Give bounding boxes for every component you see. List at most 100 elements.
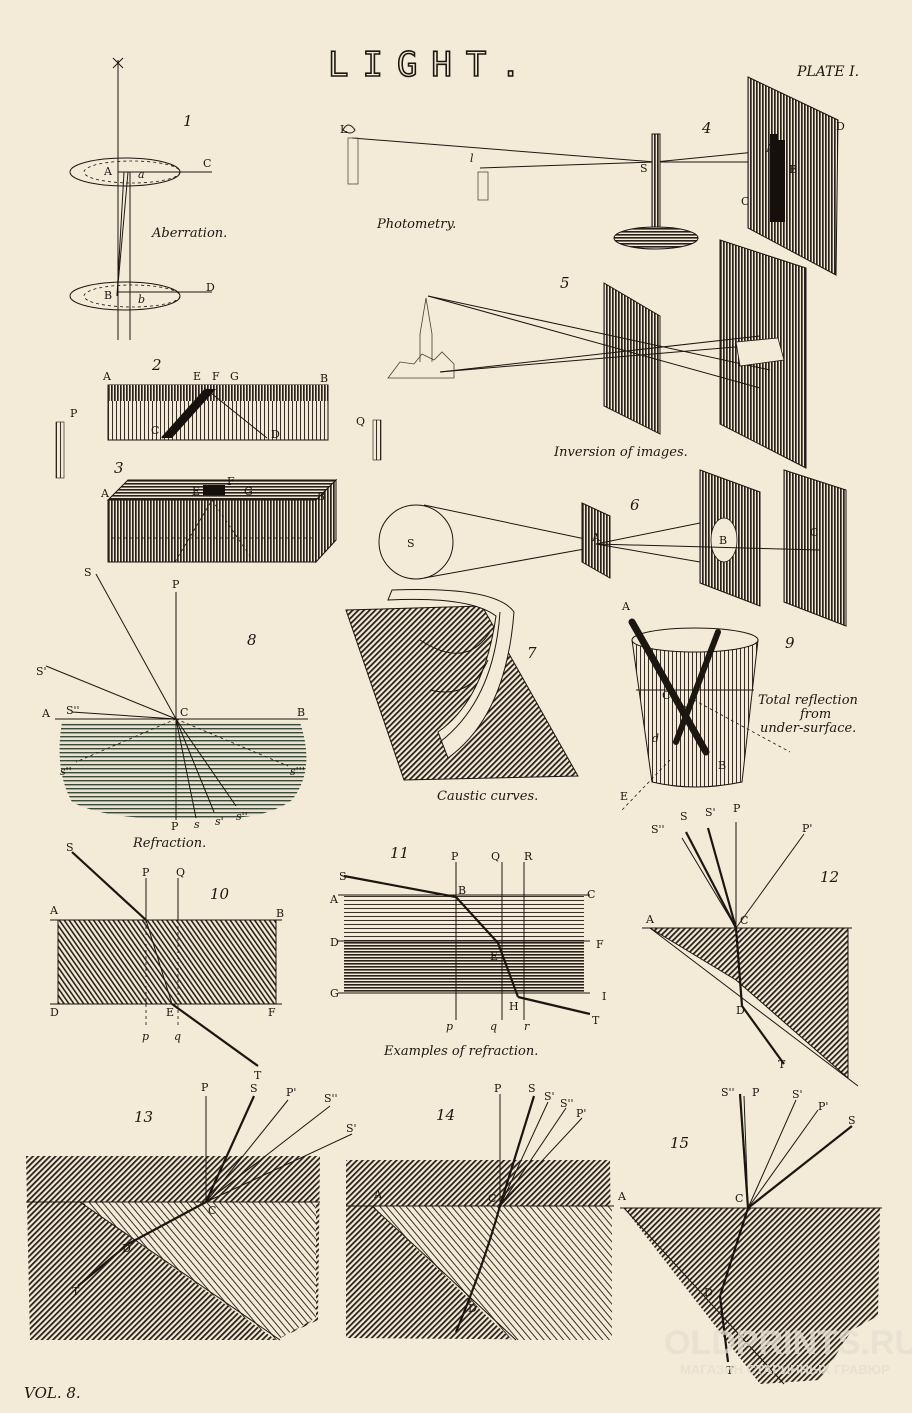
fig10-label-D: D	[50, 1006, 59, 1019]
fig1-label-C: C	[203, 157, 211, 170]
fig11-label-F: F	[596, 938, 604, 951]
fig3-label-E: E	[192, 485, 200, 498]
fig10-label-E: E	[166, 1006, 174, 1019]
fig8-label-S2: S''	[66, 704, 80, 717]
fig10-label-T: T	[254, 1069, 262, 1082]
fig11-label-T: T	[592, 1014, 600, 1027]
figure-3	[106, 478, 338, 564]
figure-number-11: 11	[390, 844, 409, 862]
caption-caustic: Caustic curves.	[437, 789, 538, 804]
fig6-label-A: A	[591, 531, 601, 544]
fig6-label-S: S	[407, 537, 415, 550]
fig4-label-D: D	[836, 120, 845, 133]
fig8-label-P-bottom: P	[171, 820, 179, 833]
fig12-label-A: A	[645, 913, 655, 926]
fig10-label-P: P	[142, 866, 150, 879]
fig9-label-B: B	[718, 759, 726, 772]
caption-aberration: Aberration.	[151, 226, 227, 241]
fig14-label-P1: P'	[576, 1107, 586, 1120]
fig4-label-C: C	[741, 195, 749, 208]
fig13-label-D: D	[122, 1242, 131, 1255]
figure-number-8: 8	[247, 631, 257, 649]
figure-number-3: 3	[114, 459, 124, 477]
fig1-label-A: A	[103, 165, 113, 178]
caption-total-reflection-1: Total reflection	[758, 693, 858, 708]
fig4-label-l: l	[470, 152, 474, 165]
fig3-label-A: A	[100, 487, 110, 500]
fig13-label-C: C	[208, 1204, 216, 1217]
fig9-label-E: E	[620, 790, 628, 803]
figure-number-13: 13	[134, 1108, 153, 1126]
fig12-label-D: D	[736, 1004, 745, 1017]
figure-number-4: 4	[701, 119, 712, 137]
fig2-label-A: A	[102, 370, 112, 383]
fig12-label-P1: P'	[802, 822, 812, 835]
fig3-label-F: F	[227, 475, 235, 488]
fig2-label-E: E	[193, 370, 201, 383]
figure-number-6: 6	[630, 496, 640, 514]
fig8-label-s1: s'	[215, 815, 224, 828]
fig4-label-S: S	[640, 162, 648, 175]
fig15-label-P1: P'	[818, 1100, 828, 1113]
fig2-label-C: C	[151, 424, 159, 437]
fig2-label-F: F	[212, 370, 220, 383]
figure-14	[346, 1094, 614, 1341]
fig9-label-A: A	[621, 600, 631, 613]
figure-number-5: 5	[560, 274, 570, 292]
watermark-site: OLDPRINTS.RU	[664, 1324, 912, 1362]
fig12-label-S1: S'	[705, 806, 716, 819]
fig8-label-C: C	[180, 706, 188, 719]
figure-number-10: 10	[210, 885, 230, 903]
fig12-label-S2: S''	[651, 823, 665, 836]
fig8-label-A: A	[41, 707, 51, 720]
fig9-label-C: C	[662, 689, 670, 702]
fig14-label-A: A	[373, 1188, 383, 1201]
fig15-label-D: D	[704, 1286, 713, 1299]
fig10-label-q: q	[174, 1030, 181, 1043]
fig13-label-S2: S''	[324, 1092, 338, 1105]
figure-number-7: 7	[527, 644, 537, 662]
figure-11	[338, 862, 591, 1020]
fig11-label-H: H	[509, 1000, 519, 1013]
fig12-label-C: C	[740, 914, 748, 927]
fig11-label-C: C	[587, 888, 595, 901]
fig10-label-S: S	[66, 841, 74, 854]
fig15-label-T: T	[726, 1364, 734, 1377]
fig14-label-D: D	[468, 1302, 477, 1315]
fig2-label-B: B	[320, 372, 328, 385]
figure-5-inversion	[387, 239, 807, 469]
fig8-label-s2-low: s''	[60, 765, 72, 778]
fig11-label-p: p	[446, 1020, 453, 1033]
caption-photometry: Photometry.	[376, 217, 456, 232]
fig12-label-T: T	[778, 1058, 786, 1071]
fig9-label-d: d	[652, 732, 659, 745]
fig10-label-B: B	[276, 907, 284, 920]
figure-number-12: 12	[820, 868, 839, 886]
fig8-label-s3-low: s'''	[290, 765, 305, 778]
figure-2	[55, 384, 382, 479]
fig1-label-b: b	[138, 293, 145, 306]
caption-inversion: Inversion of images.	[553, 445, 688, 460]
fig11-label-B: B	[458, 884, 466, 897]
fig13-label-P1: P'	[286, 1086, 296, 1099]
fig1-label-B: B	[104, 289, 112, 302]
fig11-label-S: S	[339, 870, 347, 883]
fig4-label-B: B	[789, 163, 797, 176]
fig8-label-S1: S'	[36, 665, 47, 678]
fig14-label-S1: S'	[544, 1090, 555, 1103]
fig15-label-C: C	[735, 1192, 743, 1205]
fig11-label-G: G	[330, 987, 339, 1000]
fig11-label-r: r	[524, 1020, 530, 1033]
fig1-label-a: a	[138, 168, 145, 181]
fig2-label-G: G	[230, 370, 239, 383]
fig10-label-A: A	[49, 904, 59, 917]
figure-7-caustic	[345, 589, 579, 781]
fig11-label-D: D	[330, 936, 339, 949]
fig6-label-B: B	[719, 534, 727, 547]
fig1-label-D: D	[206, 281, 215, 294]
fig10-label-Q: Q	[176, 866, 185, 879]
figure-9-total-reflection	[621, 618, 791, 811]
fig8-label-s2: s''	[236, 810, 248, 823]
fig4-label-A: A	[765, 142, 775, 155]
caption-examples: Examples of refraction.	[383, 1044, 538, 1059]
